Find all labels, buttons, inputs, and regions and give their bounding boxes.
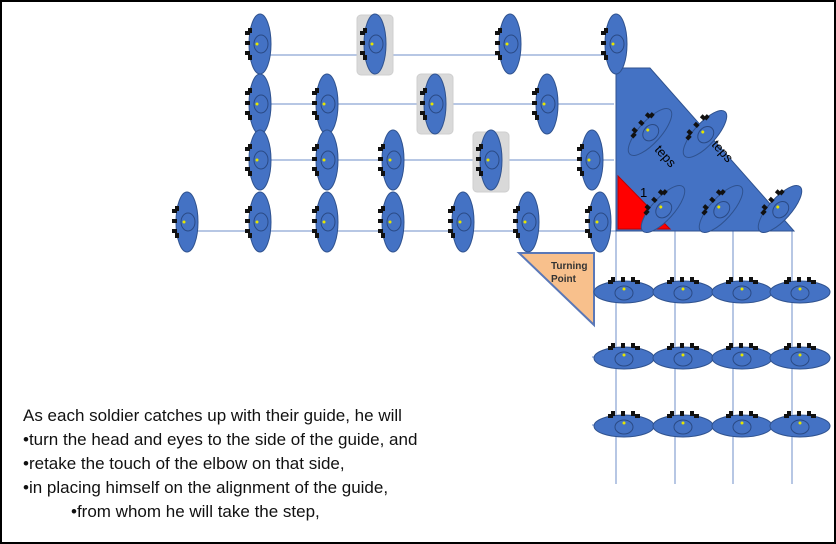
soldier-icon xyxy=(576,129,604,191)
soldier-icon xyxy=(244,73,272,135)
caption-text: As each soldier catches up with their gu… xyxy=(23,404,583,524)
soldier-icon xyxy=(311,191,339,253)
soldier-icon xyxy=(711,276,773,304)
soldier-icon xyxy=(652,276,714,304)
soldier-icon xyxy=(311,73,339,135)
soldier-icon xyxy=(512,191,540,253)
turning-point-label-line1: Turning xyxy=(551,261,587,272)
soldier-icon xyxy=(593,342,655,370)
soldier-icon xyxy=(593,410,655,438)
caption-bullet-3: •in placing himself on the alignment of … xyxy=(23,478,389,497)
caption-bullet-2: •retake the touch of the elbow on that s… xyxy=(23,454,345,473)
row-1 xyxy=(244,13,628,75)
soldier-icon xyxy=(769,276,831,304)
soldier-icon xyxy=(494,13,522,75)
soldier-icon xyxy=(377,129,405,191)
soldier-icon xyxy=(711,342,773,370)
soldier-icon xyxy=(711,410,773,438)
soldier-icon xyxy=(769,410,831,438)
soldier-icon xyxy=(584,191,612,253)
soldier-icon xyxy=(769,342,831,370)
soldier-icon xyxy=(244,191,272,253)
soldier-icon xyxy=(377,191,405,253)
turning-point-label-line2: Point xyxy=(551,274,577,285)
post-turn-rank-2 xyxy=(593,342,831,370)
soldier-icon xyxy=(447,191,475,253)
post-turn-rank-3 xyxy=(593,410,831,438)
row-4 xyxy=(171,191,612,253)
soldier-icon xyxy=(311,129,339,191)
soldier-icon xyxy=(171,191,199,253)
soldier-icon xyxy=(244,13,272,75)
caption-bullet-1: •turn the head and eyes to the side of t… xyxy=(23,430,418,449)
soldier-icon xyxy=(593,276,655,304)
soldier-icon xyxy=(244,129,272,191)
soldier-icon xyxy=(652,342,714,370)
soldier-icon xyxy=(652,410,714,438)
caption-intro: As each soldier catches up with their gu… xyxy=(23,406,402,425)
caption-sub-bullet: •from whom he will take the step, xyxy=(71,502,320,521)
step-count-label: 1 xyxy=(640,185,647,200)
turning-point-triangle xyxy=(516,252,595,328)
soldier-icon xyxy=(531,73,559,135)
soldier-icon xyxy=(600,13,628,75)
post-turn-rank-1 xyxy=(593,276,831,304)
